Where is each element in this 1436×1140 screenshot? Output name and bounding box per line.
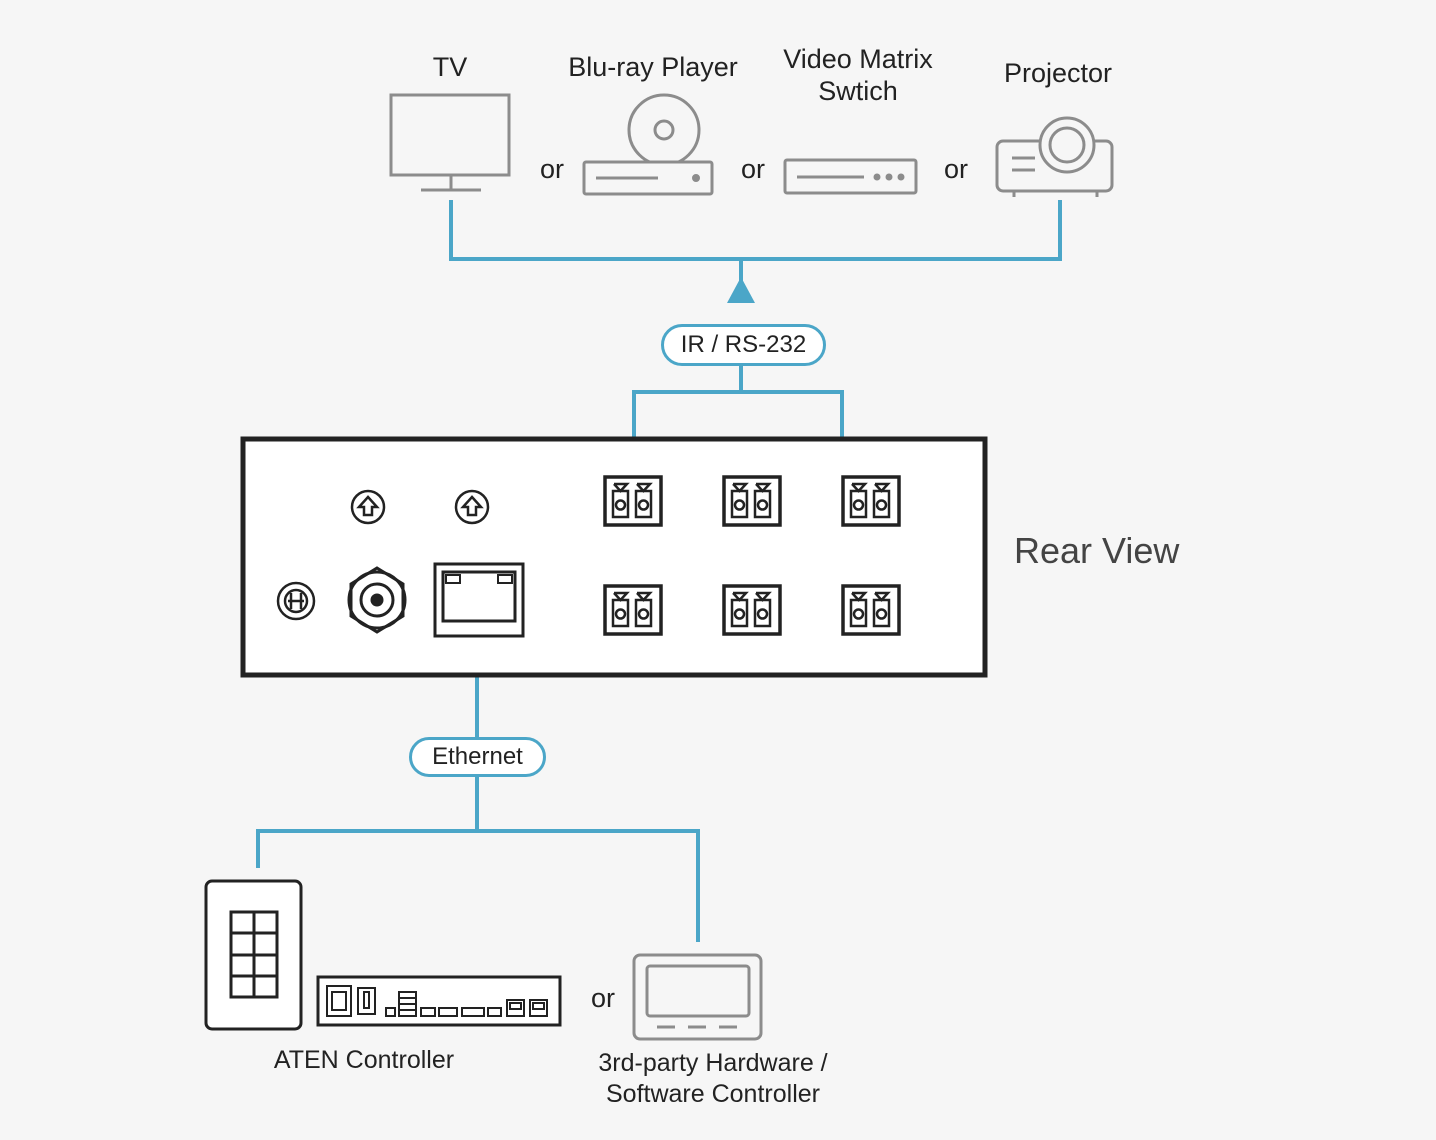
terminal-block-4-icon	[603, 584, 663, 636]
power-jack-icon	[347, 566, 407, 634]
touch-panel-icon	[632, 953, 763, 1041]
terminal-block-5-icon	[722, 584, 782, 636]
or-label-3: or	[943, 154, 968, 184]
projector-label: Projector	[1003, 58, 1113, 88]
or-label-4: or	[590, 983, 615, 1013]
bluray-player-label: Blu-ray Player	[568, 52, 738, 82]
ground-terminal-icon	[276, 581, 316, 621]
terminal-block-2-icon	[722, 475, 782, 527]
or-label-1: or	[539, 154, 564, 184]
arrow-up-icon	[727, 277, 755, 303]
third-party-label-line2: Software Controller	[606, 1080, 820, 1108]
controller-branch-line	[256, 829, 700, 942]
lan-port-icon	[433, 562, 525, 638]
ir-rs232-tag: IR / RS-232	[661, 324, 826, 366]
projector-icon	[995, 116, 1114, 197]
terminal-block-6-icon	[841, 584, 901, 636]
video-matrix-label-line2: Swtich	[818, 76, 898, 106]
terminal-block-icons	[603, 475, 901, 636]
output-bus-line	[449, 200, 1062, 261]
aten-control-box-icon	[316, 975, 562, 1027]
video-matrix-switch-icon	[783, 158, 918, 195]
third-party-label-line1: 3rd-party Hardware /	[598, 1049, 828, 1077]
network-symbol-icon	[454, 489, 490, 525]
tv-label: TV	[432, 52, 468, 82]
power-symbol-icon	[350, 489, 386, 525]
aten-controller-label: ATEN Controller	[273, 1046, 455, 1074]
terminal-block-1-icon	[603, 475, 663, 527]
rear-panel	[240, 436, 988, 678]
ethernet-tag: Ethernet	[409, 737, 546, 777]
control-port-branch	[632, 390, 844, 460]
aten-keypad-icon	[204, 879, 303, 1031]
tv-icon	[389, 93, 511, 192]
terminal-block-3-icon	[841, 475, 901, 527]
connection-lines	[256, 200, 1062, 942]
video-matrix-label-line1: Video Matrix	[783, 44, 933, 74]
bluray-player-icon	[582, 93, 714, 196]
rear-view-label: Rear View	[1014, 530, 1180, 571]
or-label-2: or	[740, 154, 765, 184]
